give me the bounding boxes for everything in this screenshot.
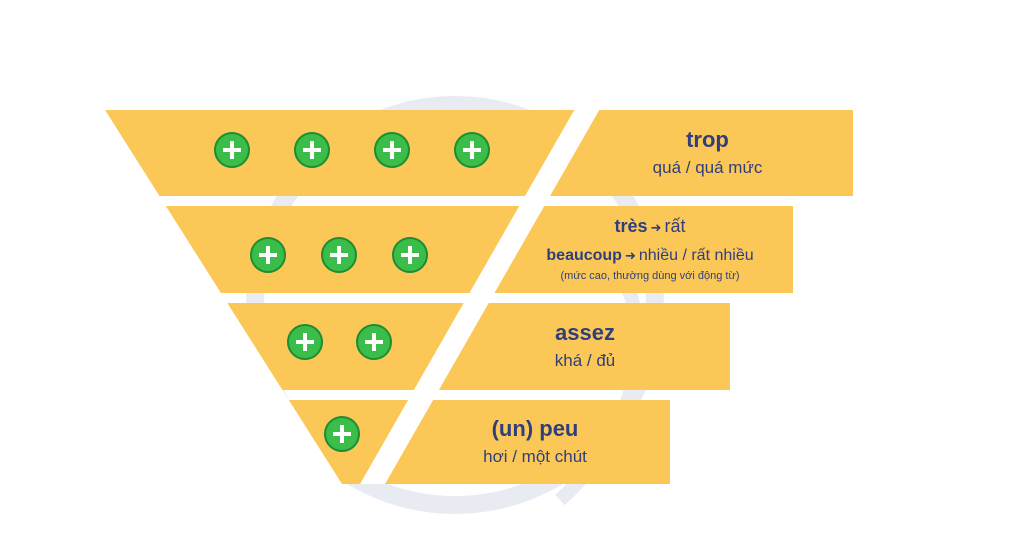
label-trop: trop quá / quá mức [580,112,835,194]
label-tres: très➜rất beaucoup➜nhiều / rất nhiều (mức… [510,206,790,292]
plus-icon [454,132,490,168]
term-beaucoup: beaucoup [546,246,622,264]
meaning-trop: quá / quá mức [652,158,763,177]
meaning-beaucoup: nhiều / rất nhiều [638,246,754,264]
plus-icon [392,237,428,273]
plus-icon [321,237,357,273]
meaning-tres: rất [664,215,686,236]
plus-icon [250,237,286,273]
note-beaucoup: (mức cao, thường dùng với động từ) [560,269,740,282]
term-peu: (un) peu [491,416,579,441]
meaning-peu: hơi / một chút [483,447,587,466]
meaning-assez: khá / đủ [554,351,616,370]
term-tres: très [614,215,648,236]
mask-left [0,100,342,538]
term-assez: assez [555,320,615,345]
plus-icon [324,416,360,452]
plus-icon [294,132,330,168]
line-beaucoup: beaucoup➜nhiều / rất nhiều [546,245,753,267]
label-assez: assez khá / đủ [470,305,700,387]
band-tres [105,206,793,293]
mask-diagonal-gap [360,100,605,484]
arrow-right-icon: ➜ [650,219,662,235]
plus-icon [356,324,392,360]
arrow-right-icon: ➜ [624,247,636,263]
term-trop: trop [686,127,729,152]
plus-icon [287,324,323,360]
plus-icon [214,132,250,168]
line-tres: très➜rất [615,215,686,239]
plus-icon [374,132,410,168]
label-peu: (un) peu hơi / một chút [420,402,650,482]
